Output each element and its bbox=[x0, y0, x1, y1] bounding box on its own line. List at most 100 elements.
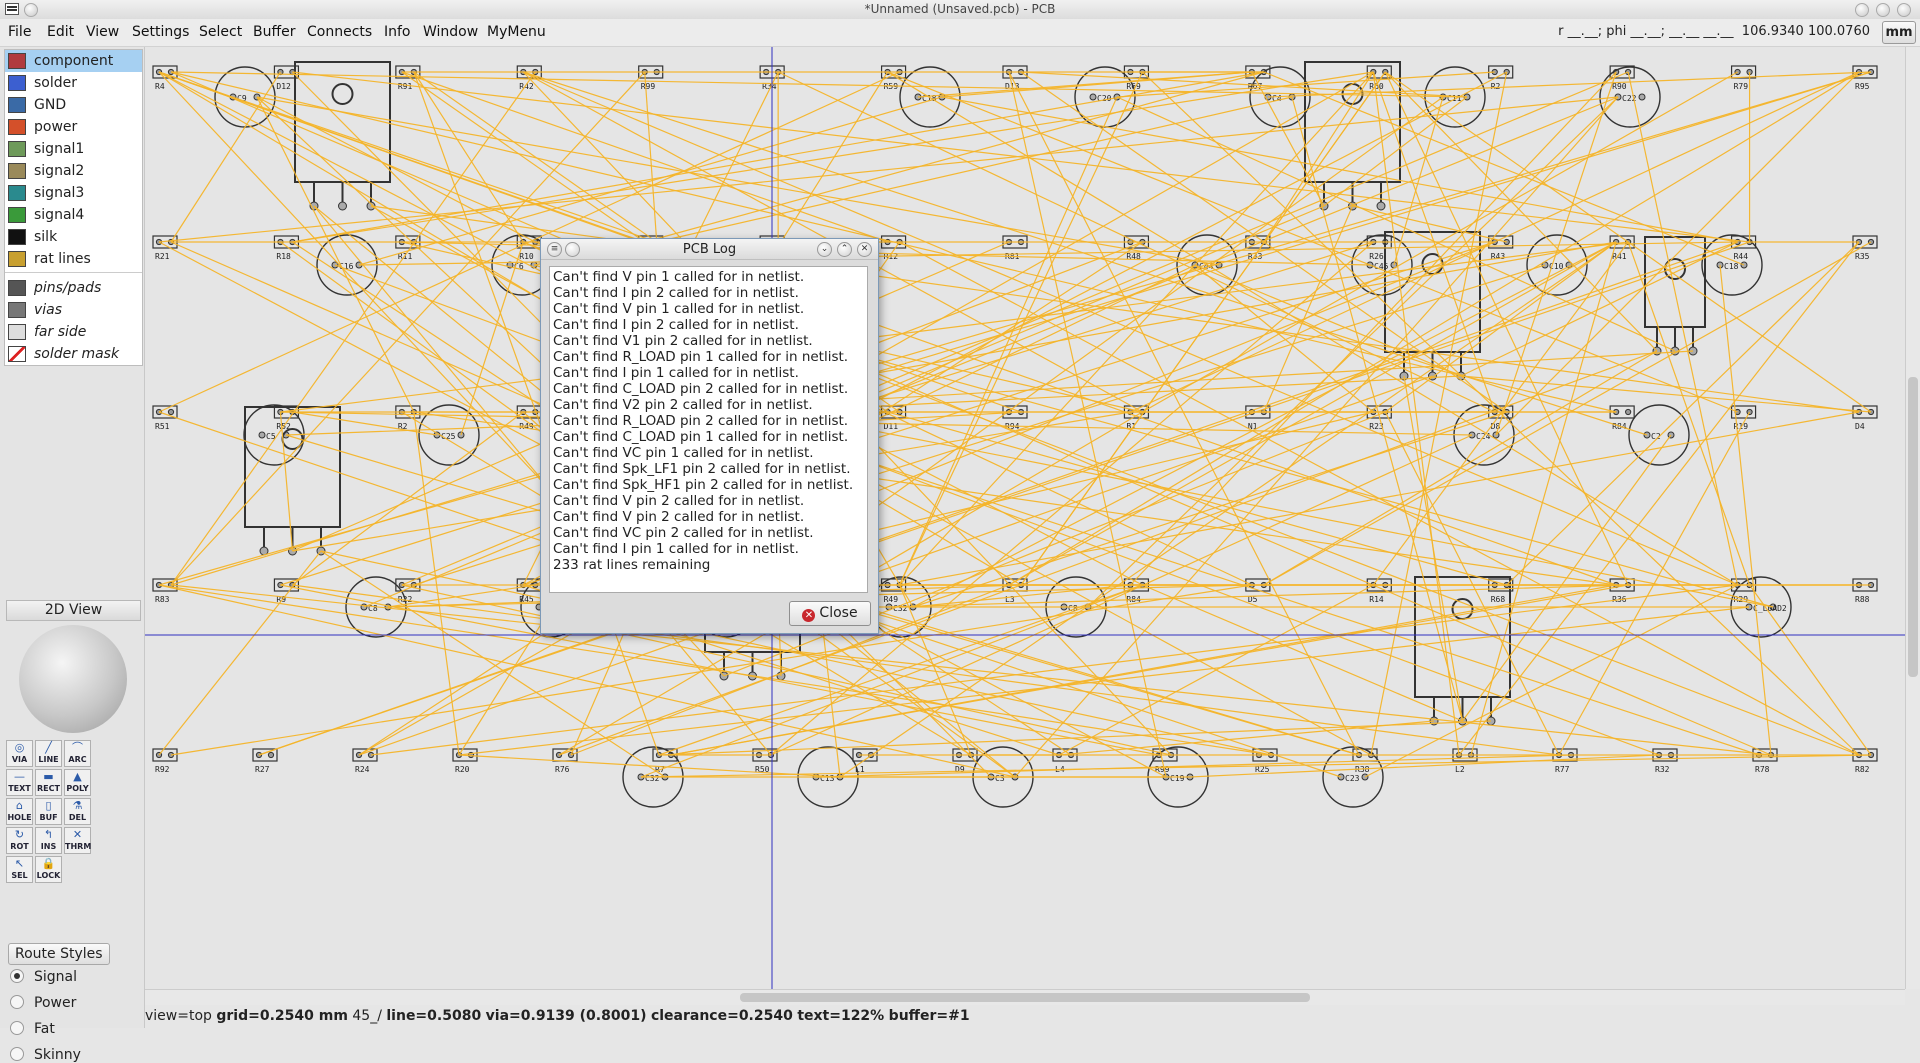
dialog-maximize-icon[interactable]: ⌃ bbox=[837, 242, 852, 257]
radio-dot[interactable] bbox=[10, 1021, 24, 1035]
layer-swatch[interactable] bbox=[8, 251, 26, 267]
layer-signal3[interactable]: signal3 bbox=[5, 182, 142, 204]
route-style-signal[interactable]: Signal bbox=[10, 969, 77, 985]
ratline bbox=[258, 241, 1750, 756]
radio-dot[interactable] bbox=[10, 995, 24, 1009]
layer-signal2[interactable]: signal2 bbox=[5, 160, 142, 182]
ratline bbox=[941, 96, 1738, 243]
resistor-outline bbox=[152, 748, 178, 762]
tool-arc[interactable]: ⌒ARC bbox=[64, 740, 91, 767]
close-window-button[interactable] bbox=[1897, 3, 1911, 17]
dialog-menu-icon[interactable]: ≡ bbox=[547, 242, 562, 257]
layer-swatch[interactable] bbox=[8, 97, 26, 113]
menu-settings[interactable]: Settings bbox=[132, 24, 190, 40]
layer-rat-lines[interactable]: rat lines bbox=[5, 248, 142, 270]
layer-pins-pads[interactable]: pins/pads bbox=[5, 277, 142, 299]
thermal-icon: ✕ bbox=[72, 828, 83, 841]
layer-solder-mask[interactable]: solder mask bbox=[5, 343, 142, 365]
menu-file[interactable]: File bbox=[8, 24, 32, 40]
menu-edit[interactable]: Edit bbox=[47, 24, 75, 40]
dialog-close-icon[interactable]: ✕ bbox=[857, 242, 872, 257]
tool-line[interactable]: ╱LINE bbox=[35, 740, 62, 767]
maximize-button[interactable] bbox=[1876, 3, 1890, 17]
menu-buffer[interactable]: Buffer bbox=[253, 24, 296, 40]
tool-rect[interactable]: ▬RECT bbox=[35, 769, 62, 796]
log-text-area[interactable]: Can't find V pin 1 called for in netlist… bbox=[549, 266, 868, 593]
dialog-titlebar[interactable]: ≡ PCB Log ⌄ ⌃ ✕ bbox=[541, 239, 878, 260]
tool-del[interactable]: ⚗DEL bbox=[64, 798, 91, 825]
app-menu-icon[interactable] bbox=[5, 3, 19, 15]
menu-view[interactable]: View bbox=[86, 24, 120, 40]
layer-swatch[interactable] bbox=[8, 163, 26, 179]
layer-swatch[interactable] bbox=[8, 229, 26, 245]
close-button[interactable]: ✕Close bbox=[789, 601, 871, 626]
minimize-button[interactable] bbox=[1855, 3, 1869, 17]
radio-dot[interactable] bbox=[10, 969, 24, 983]
capacitor-pad bbox=[1089, 93, 1097, 101]
tool-via[interactable]: ◎VIA bbox=[6, 740, 33, 767]
ratline bbox=[158, 96, 1619, 243]
tool-lock[interactable]: 🔒LOCK bbox=[35, 856, 62, 883]
layer-swatch[interactable] bbox=[8, 185, 26, 201]
pcb-board[interactable]: R4D12R91R42R99R34R59D13R69R67R60R2R90R79… bbox=[145, 47, 1905, 989]
horizontal-scrollbar[interactable] bbox=[145, 989, 1905, 1005]
layer-swatch[interactable] bbox=[8, 302, 26, 318]
footprints-layer: R4D12R91R42R99R34R59D13R69R67R60R2R90R79… bbox=[152, 61, 1878, 808]
tool-buf[interactable]: ▯BUF bbox=[35, 798, 62, 825]
layer-gnd[interactable]: GND bbox=[5, 94, 142, 116]
layer-silk[interactable]: silk bbox=[5, 226, 142, 248]
polar-readout: r __.__; phi __.__; __.__ __.__ bbox=[1558, 24, 1734, 39]
tool-sel[interactable]: ↖SEL bbox=[6, 856, 33, 883]
vertical-scroll-thumb[interactable] bbox=[1908, 377, 1918, 677]
menu-window[interactable]: Window bbox=[423, 24, 479, 40]
radio-dot[interactable] bbox=[10, 1047, 24, 1061]
dialog-pin-icon[interactable] bbox=[565, 242, 580, 257]
menu-connects[interactable]: Connects bbox=[307, 24, 373, 40]
layer-signal1[interactable]: signal1 bbox=[5, 138, 142, 160]
dialog-minimize-icon[interactable]: ⌄ bbox=[817, 242, 832, 257]
route-style-skinny[interactable]: Skinny bbox=[10, 1047, 81, 1063]
tool-thrm[interactable]: ✕THRM bbox=[64, 827, 91, 854]
status-bar: view=top grid=0.2540 mm 45_/ line=0.5080… bbox=[145, 1005, 1920, 1028]
layer-signal4[interactable]: signal4 bbox=[5, 204, 142, 226]
layer-swatch[interactable] bbox=[8, 207, 26, 223]
layer-swatch[interactable] bbox=[8, 141, 26, 157]
log-line: Can't find Spk_LF1 pin 2 called for in n… bbox=[553, 461, 851, 477]
menu-info[interactable]: Info bbox=[384, 24, 411, 40]
layer-swatch[interactable] bbox=[8, 280, 26, 296]
ratline bbox=[292, 71, 1264, 243]
tool-text[interactable]: —TEXT bbox=[6, 769, 33, 796]
menu-mymenu[interactable]: MyMenu bbox=[487, 24, 546, 40]
layer-power[interactable]: power bbox=[5, 116, 142, 138]
layer-swatch[interactable] bbox=[8, 53, 26, 69]
tool-ins[interactable]: ↰INS bbox=[35, 827, 62, 854]
lock-icon: 🔒 bbox=[41, 857, 56, 870]
layer-far-side[interactable]: far side bbox=[5, 321, 142, 343]
route-style-fat[interactable]: Fat bbox=[10, 1021, 55, 1037]
layer-vias[interactable]: vias bbox=[5, 299, 142, 321]
view-mode-label[interactable]: 2D View bbox=[6, 600, 141, 621]
ratline bbox=[523, 71, 1738, 586]
route-style-label: Power bbox=[34, 995, 77, 1011]
layer-swatch[interactable] bbox=[8, 119, 26, 135]
layer-swatch[interactable] bbox=[8, 75, 26, 91]
vertical-scrollbar[interactable] bbox=[1905, 47, 1920, 989]
tool-label: HOLE bbox=[7, 813, 32, 822]
log-line: Can't find Spk_HF1 pin 2 called for in n… bbox=[553, 477, 854, 493]
horizontal-scroll-thumb[interactable] bbox=[740, 993, 1310, 1002]
layer-swatch[interactable] bbox=[8, 324, 26, 340]
pcb-canvas[interactable]: R4D12R91R42R99R34R59D13R69R67R60R2R90R79… bbox=[145, 47, 1905, 989]
menu-select[interactable]: Select bbox=[199, 24, 243, 40]
window-menu-button[interactable] bbox=[24, 3, 38, 17]
layer-component[interactable]: component bbox=[5, 50, 142, 72]
view-trackball[interactable] bbox=[19, 625, 127, 733]
layer-swatch[interactable] bbox=[8, 346, 26, 362]
layer-solder[interactable]: solder bbox=[5, 72, 142, 94]
tool-rot[interactable]: ↻ROT bbox=[6, 827, 33, 854]
ratline bbox=[887, 411, 1507, 586]
tool-hole[interactable]: ⌂HOLE bbox=[6, 798, 33, 825]
unit-toggle-button[interactable]: mm bbox=[1882, 21, 1916, 44]
tool-poly[interactable]: ▲POLY bbox=[64, 769, 91, 796]
route-styles-button[interactable]: Route Styles bbox=[8, 943, 110, 965]
route-style-power[interactable]: Power bbox=[10, 995, 76, 1011]
